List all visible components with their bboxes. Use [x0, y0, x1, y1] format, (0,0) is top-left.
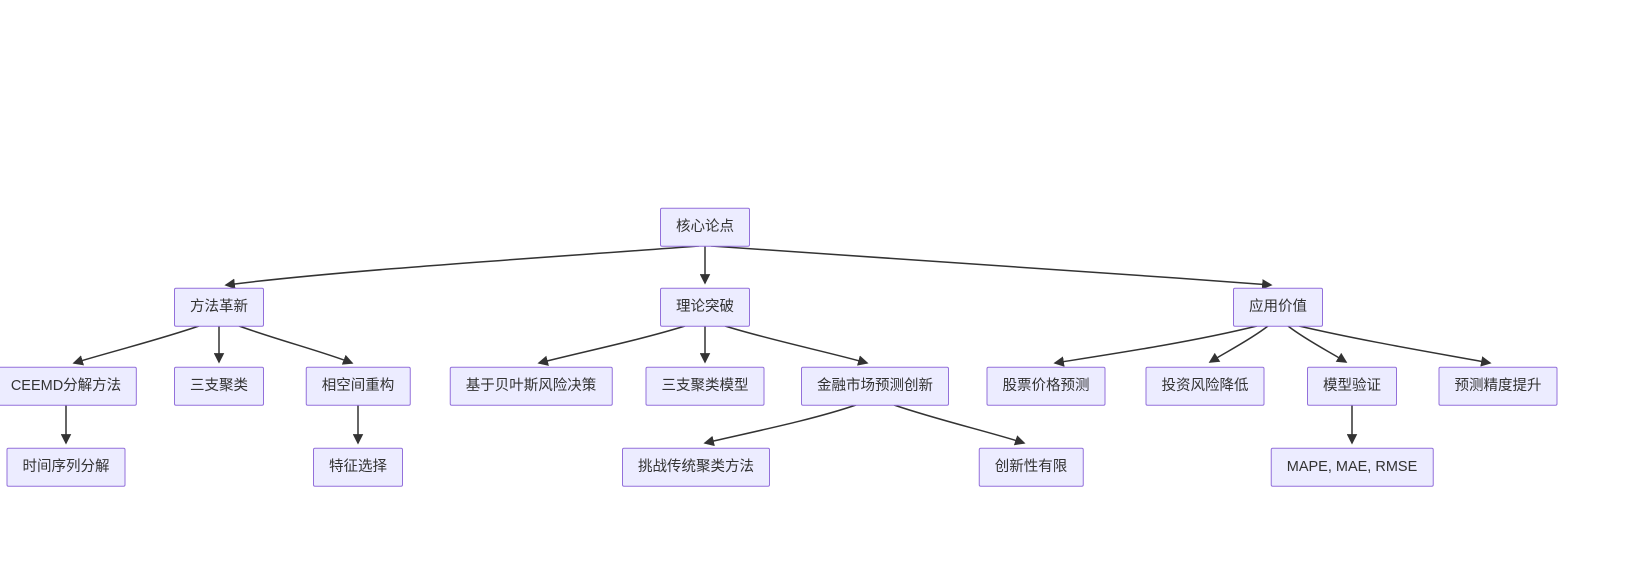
node-feature-selection: 特征选择: [313, 447, 403, 487]
node-core-thesis: 核心论点: [660, 207, 750, 247]
node-theory-breakthrough: 理论突破: [660, 287, 750, 327]
node-time-series-decomposition: 时间序列分解: [6, 447, 126, 487]
edge-financial-forecast-innovation-to-challenge-traditional-clustering: [703, 404, 857, 447]
edge-application-value-to-investment-risk-reduction: [1208, 325, 1269, 363]
edge-theory-breakthrough-to-financial-forecast-innovation: [724, 325, 869, 366]
edge-application-value-to-forecast-precision-improvement: [1298, 325, 1492, 367]
node-limited-novelty: 创新性有限: [978, 447, 1084, 487]
node-model-validation: 模型验证: [1307, 366, 1397, 406]
edge-method-innovation-to-phase-space-reconstruction: [238, 325, 354, 365]
node-evaluation-metrics: MAPE, MAE, RMSE: [1270, 447, 1434, 487]
node-investment-risk-reduction: 投资风险降低: [1145, 366, 1265, 406]
edge-core-thesis-to-application-value: [710, 245, 1273, 290]
node-application-value: 应用价值: [1233, 287, 1323, 327]
edge-method-innovation-to-ceemd-decomposition: [72, 325, 200, 366]
edge-application-value-to-stock-price-prediction: [1053, 325, 1258, 367]
node-financial-forecast-innovation: 金融市场预测创新: [801, 366, 949, 406]
node-challenge-traditional-clustering: 挑战传统聚类方法: [622, 447, 770, 487]
node-forecast-precision-improvement: 预测精度提升: [1438, 366, 1558, 406]
node-three-way-clustering: 三支聚类: [174, 366, 264, 406]
node-phase-space-reconstruction: 相空间重构: [305, 366, 411, 406]
node-stock-price-prediction: 股票价格预测: [986, 366, 1106, 406]
edge-theory-breakthrough-to-bayesian-risk-decision: [537, 325, 686, 366]
edge-application-value-to-model-validation: [1287, 325, 1348, 363]
edge-core-thesis-to-method-innovation: [224, 245, 700, 290]
node-ceemd-decomposition: CEEMD分解方法: [0, 366, 138, 406]
edge-financial-forecast-innovation-to-limited-novelty: [893, 404, 1026, 446]
node-method-innovation: 方法革新: [174, 287, 264, 327]
node-bayesian-risk-decision: 基于贝叶斯风险决策: [449, 366, 613, 406]
node-three-way-clustering-model: 三支聚类模型: [645, 366, 765, 406]
